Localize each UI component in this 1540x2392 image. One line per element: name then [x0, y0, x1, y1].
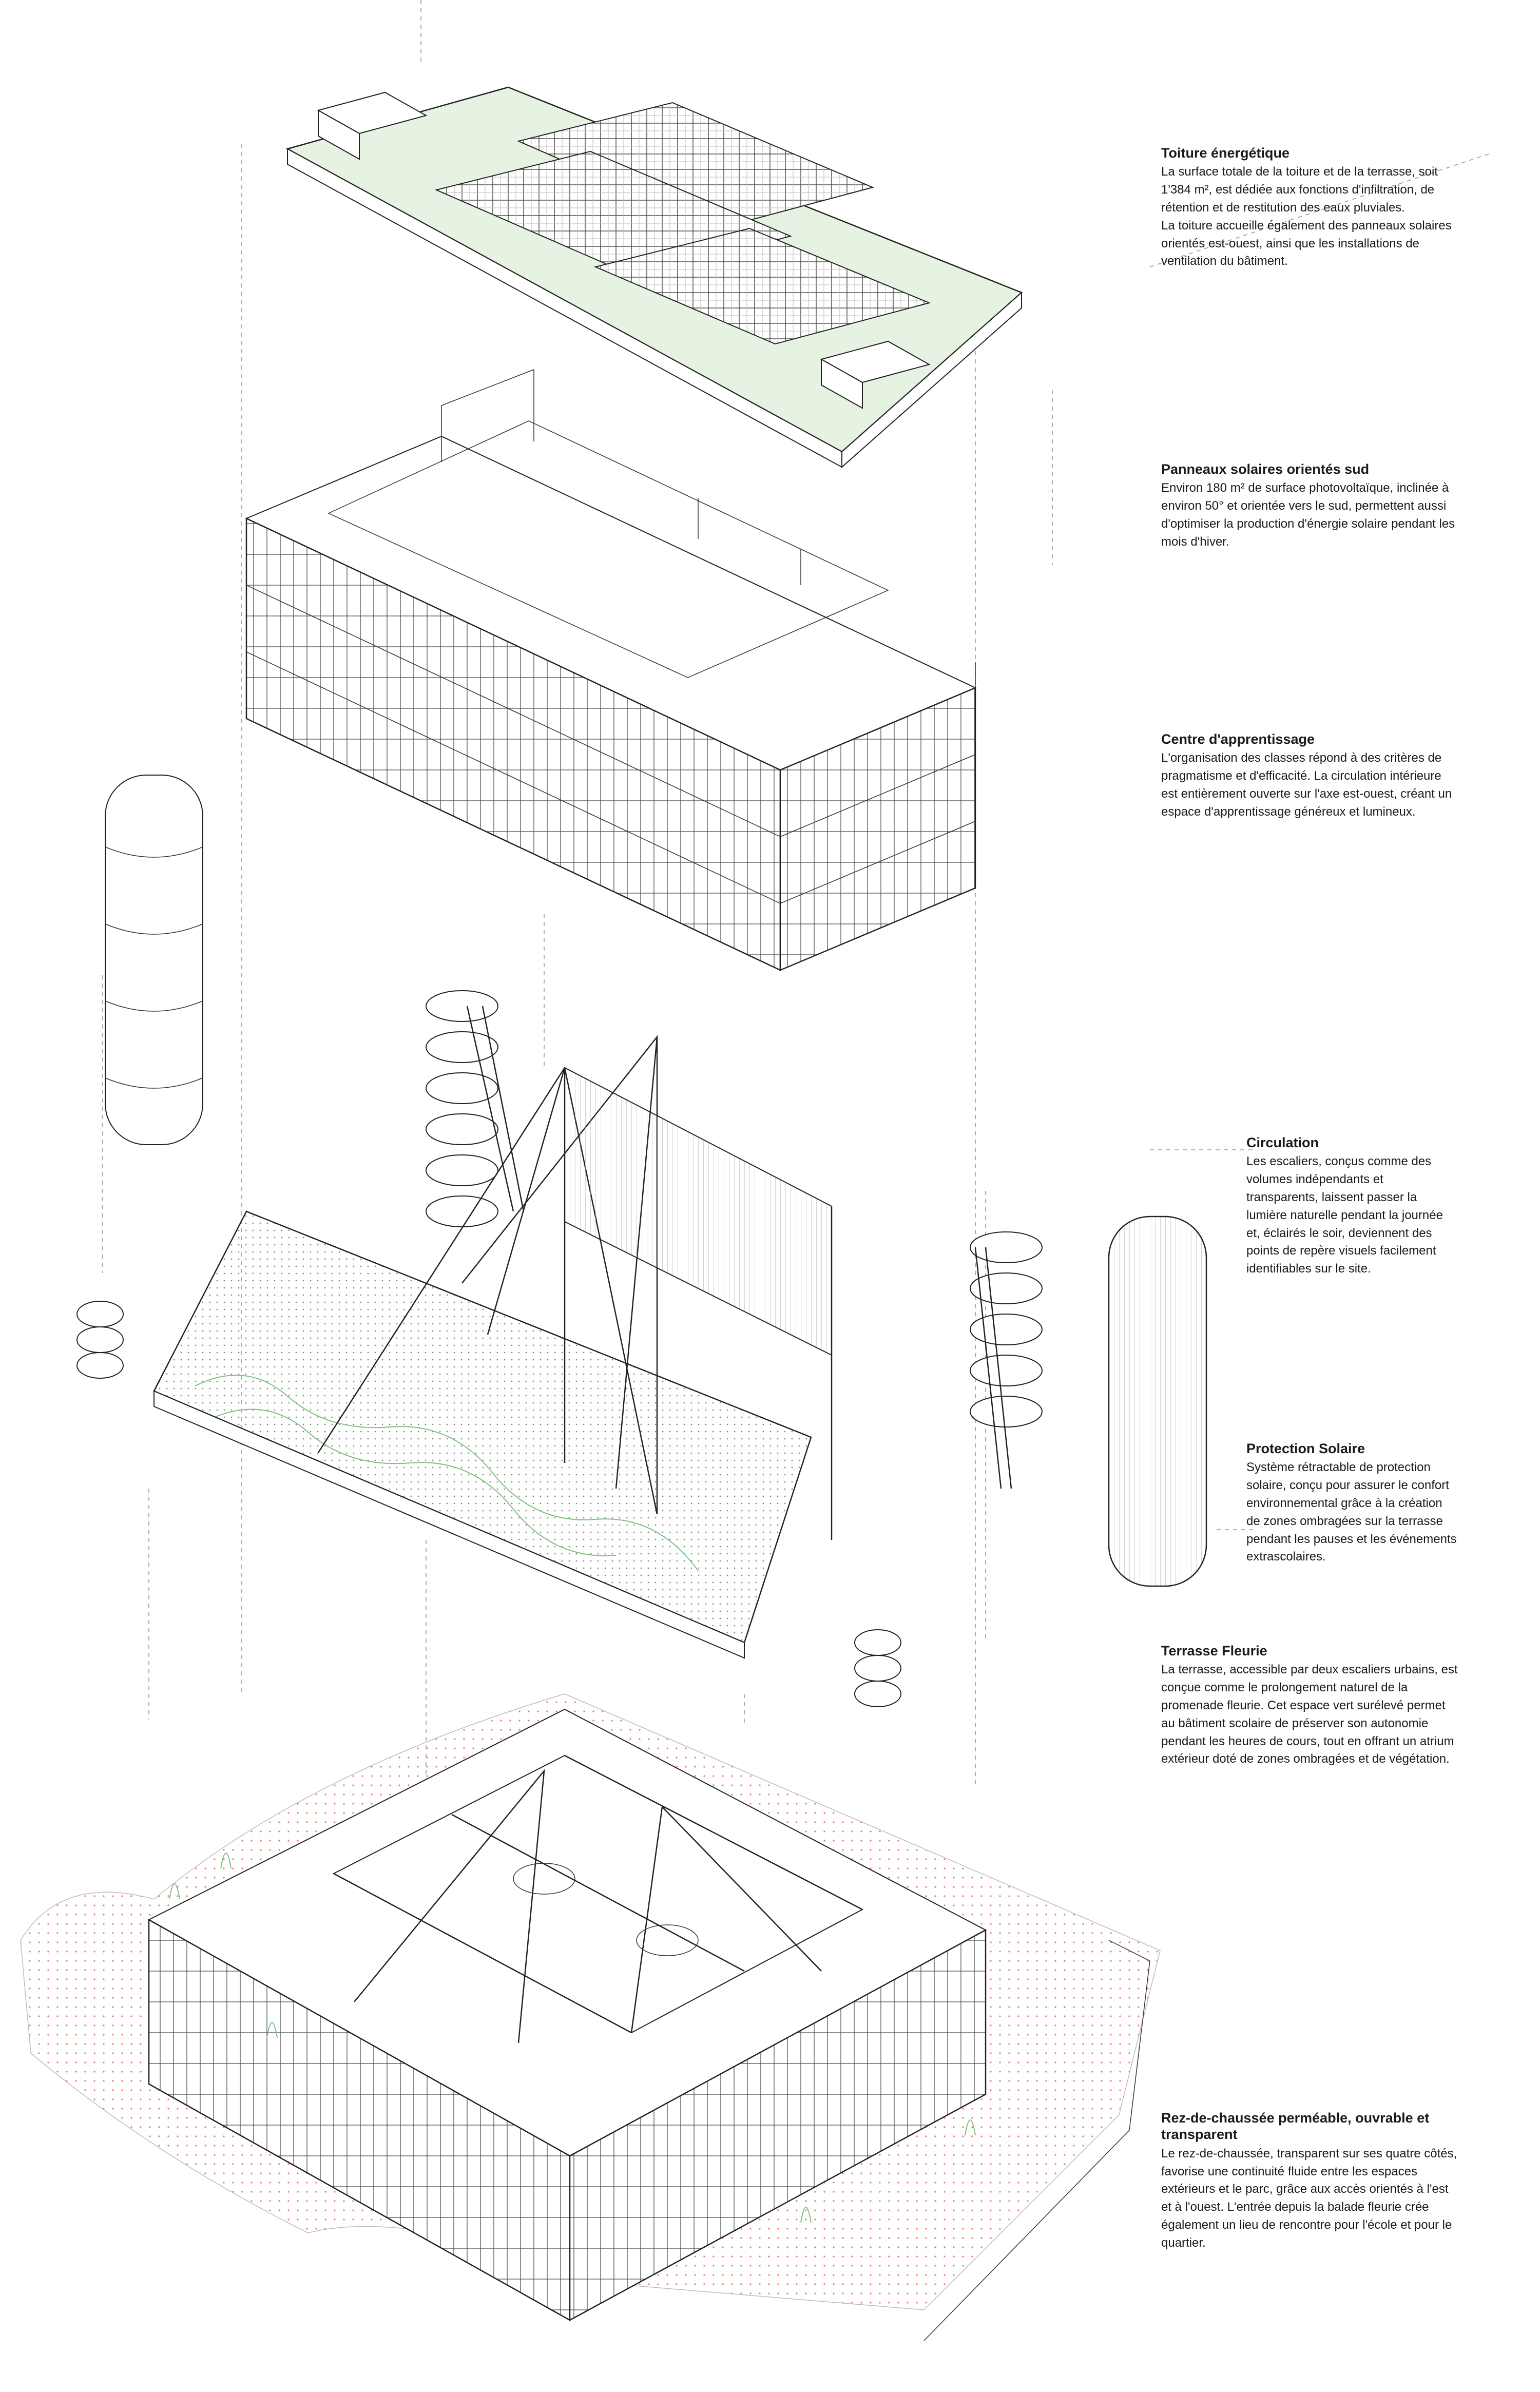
roof-level: [285, 86, 1023, 469]
annotation-circulation: Circulation Les escaliers, conçus comme …: [1246, 1134, 1524, 1278]
spiral-stair-bottom: [854, 1629, 901, 1707]
annotation-body: Environ 180 m² de surface photovoltaïque…: [1161, 481, 1455, 549]
annotation-title: Rez-de-chaussée perméable, ouvrable et t…: [1161, 2110, 1430, 2143]
annotation-rdc: Rez-de-chaussée perméable, ouvrable et t…: [1161, 2110, 1520, 2252]
annotation-body: Les escaliers, conçus comme des volumes …: [1246, 1154, 1443, 1276]
annotation-body: Système rétractable de protection solair…: [1246, 1460, 1457, 1564]
terrace-level: [153, 1034, 833, 1659]
annotation-title: Centre d'apprentissage: [1161, 731, 1315, 747]
annotation-body: La surface totale de la toiture et de la…: [1161, 165, 1452, 268]
annotation-body: La terrasse, accessible par deux escalie…: [1161, 1663, 1458, 1766]
spiral-stair-left: [76, 1301, 124, 1379]
annotation-terrasse: Terrasse Fleurie La terrasse, accessible…: [1161, 1643, 1520, 1768]
annotation-title: Terrasse Fleurie: [1161, 1643, 1267, 1658]
annotation-panneaux: Panneaux solaires orientés sud Environ 1…: [1161, 461, 1520, 551]
ground-floor-level: [20, 1693, 1161, 2341]
annotation-centre: Centre d'apprentissage L'organisation de…: [1161, 731, 1520, 821]
annotation-protection: Protection Solaire Système rétractable d…: [1246, 1440, 1524, 1566]
circulation-tower-left: [105, 775, 203, 1145]
annotation-title: Toiture énergétique: [1161, 145, 1290, 161]
circulation-tower-right: [1108, 1216, 1207, 1587]
annotation-title: Protection Solaire: [1246, 1441, 1365, 1456]
annotation-title: Panneaux solaires orientés sud: [1161, 461, 1370, 477]
stair-tower-right: [970, 1231, 1043, 1489]
annotation-body: L'organisation des classes répond à des …: [1161, 751, 1452, 819]
annotation-title: Circulation: [1246, 1135, 1319, 1150]
annotation-toiture: Toiture énergétique La surface totale de…: [1161, 145, 1520, 271]
learning-centre-block: [245, 369, 977, 971]
annotation-body: Le rez-de-chaussée, transparent sur ses …: [1161, 2146, 1457, 2250]
stair-tower-upper: [426, 990, 525, 1227]
